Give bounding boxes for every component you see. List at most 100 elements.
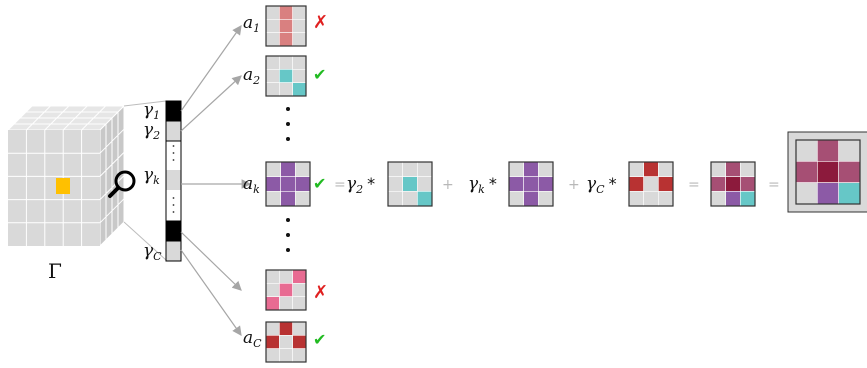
patch-cell — [795, 161, 818, 183]
patch-cell — [279, 82, 293, 97]
patch-cell — [279, 296, 293, 311]
atom-1-label: a1 — [243, 13, 260, 35]
patch-frame — [628, 161, 674, 207]
patch-cell — [387, 191, 403, 207]
patch-cell — [417, 161, 433, 177]
patch-cell — [279, 283, 293, 297]
patch-cell — [658, 161, 674, 177]
patch-cell — [402, 191, 418, 207]
patch-cell — [292, 269, 307, 284]
term-1-patch — [387, 161, 433, 207]
patch-cell — [265, 283, 280, 297]
patch-cell — [265, 69, 280, 83]
patch-frame — [265, 269, 307, 311]
patch-cell — [279, 335, 293, 349]
gamma-k-label: γk — [143, 165, 160, 187]
patch-cell — [295, 161, 311, 177]
patch-frame — [265, 5, 307, 47]
patch-cell — [417, 191, 433, 207]
atom-ellipsis-upper — [286, 107, 290, 141]
coef-gamma-k: γk* — [468, 174, 497, 196]
patch-cell — [292, 283, 307, 297]
patch-cell — [740, 191, 756, 207]
patch-cell — [710, 161, 726, 177]
patch-cell — [710, 191, 726, 207]
coef-gamma-2: γ2* — [346, 174, 375, 196]
atom-4-reject-icon: ✗ — [313, 282, 328, 303]
patch-cell — [725, 191, 741, 207]
patch-cell — [628, 161, 644, 177]
patch-cell — [402, 161, 418, 177]
atom-1-reject-icon: ✗ — [313, 12, 328, 33]
patch-cell — [279, 19, 293, 33]
plus-sign-2: + — [568, 177, 580, 193]
atom-4-patch — [265, 269, 307, 311]
patch-cell — [838, 182, 861, 205]
patch-cell — [265, 19, 280, 33]
patch-cell — [292, 296, 307, 311]
atom-1-patch — [265, 5, 307, 47]
patch-cell — [265, 176, 281, 192]
patch-cell — [538, 161, 554, 177]
patch-cell — [265, 32, 280, 47]
equals-sign-2: = — [688, 177, 700, 193]
patch-frame — [265, 161, 311, 207]
patch-cell — [508, 176, 524, 192]
patch-cell — [795, 182, 818, 205]
result-patch — [787, 131, 867, 213]
sum-patch — [710, 161, 756, 207]
patch-frame — [265, 321, 307, 363]
equals-sign-3: = — [768, 177, 780, 193]
patch-cell — [523, 161, 539, 177]
patch-cell — [838, 139, 861, 162]
patch-cell — [387, 161, 403, 177]
patch-cell — [658, 191, 674, 207]
patch-cell — [295, 176, 311, 192]
atom-k-label: ak — [243, 174, 260, 196]
patch-frame — [508, 161, 554, 207]
plus-sign-1: + — [442, 177, 454, 193]
patch-cell — [292, 82, 307, 97]
selected-voxel — [56, 178, 70, 194]
atom-k-accept-icon: ✔ — [313, 174, 326, 193]
patch-grids — [265, 5, 867, 363]
patch-frame — [387, 161, 433, 207]
atom-c-label: aC — [243, 328, 262, 350]
patch-cell — [265, 335, 280, 349]
patch-cell — [265, 321, 280, 336]
magnifier-icon — [108, 170, 136, 198]
patch-cell — [295, 191, 311, 207]
patch-cell — [628, 191, 644, 207]
patch-cell — [740, 161, 756, 177]
patch-cell — [279, 321, 293, 336]
patch-cell — [280, 161, 296, 177]
patch-cell — [280, 191, 296, 207]
patch-cell — [628, 176, 644, 192]
patch-cell — [838, 161, 861, 183]
patch-frame — [795, 139, 861, 205]
patch-cell — [523, 191, 539, 207]
patch-cell — [292, 19, 307, 33]
patch-cell — [265, 296, 280, 311]
patch-cell — [265, 161, 281, 177]
patch-cell — [279, 69, 293, 83]
atom-k-patch — [265, 161, 311, 207]
patch-cell — [292, 32, 307, 47]
atom-2-accept-icon: ✔ — [313, 65, 326, 84]
patch-cell — [279, 5, 293, 20]
selection-arrows — [180, 25, 252, 336]
patch-cell — [292, 69, 307, 83]
gamma-c-label: γC — [143, 241, 162, 263]
patch-cell — [292, 5, 307, 20]
patch-cell — [265, 191, 281, 207]
term-3-patch — [628, 161, 674, 207]
patch-cell — [795, 139, 818, 162]
patch-frame — [265, 55, 307, 97]
patch-cell — [279, 348, 293, 363]
patch-cell — [508, 191, 524, 207]
atom-2-label: a2 — [243, 65, 260, 87]
term-2-patch — [508, 161, 554, 207]
patch-cell — [280, 176, 296, 192]
patch-cell — [265, 5, 280, 20]
